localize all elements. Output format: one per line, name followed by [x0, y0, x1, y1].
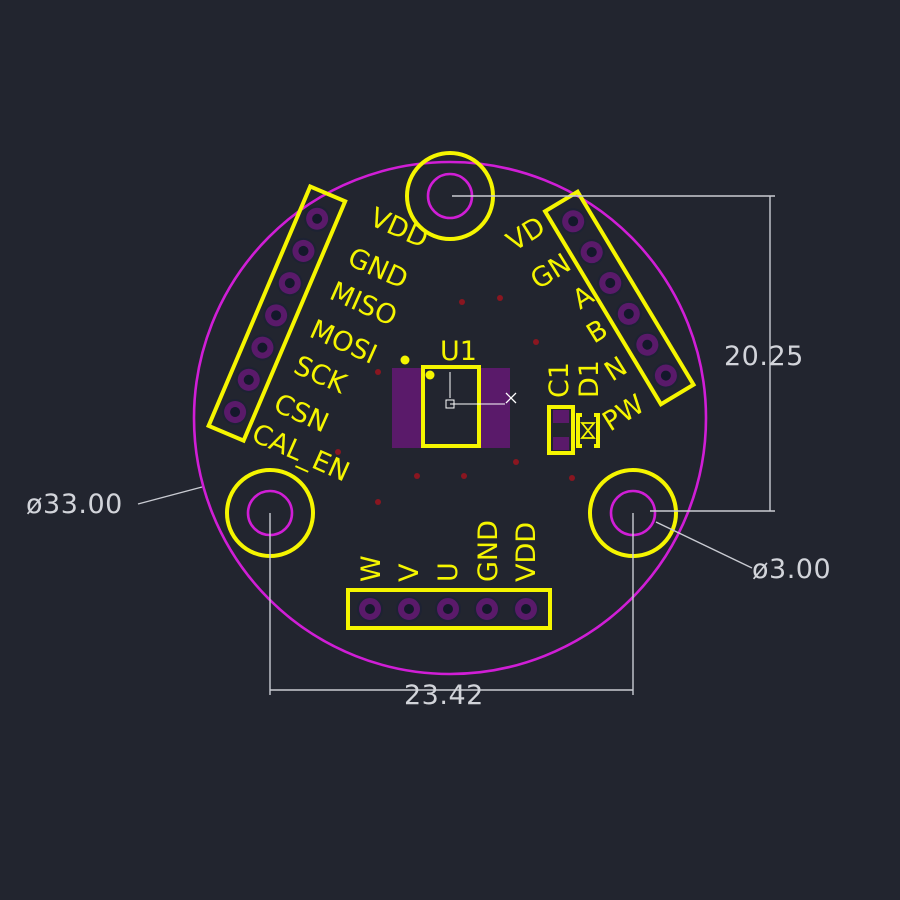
dimension-vertical-value: 20.25: [724, 341, 804, 372]
u1-pin1-dot: [400, 355, 410, 365]
c1-component: C1: [544, 362, 575, 455]
d1-label: D1: [574, 360, 605, 398]
via: [459, 299, 465, 305]
board-outline: [192, 160, 708, 676]
bottom-label-w: W: [356, 555, 387, 582]
svg-text:U: U: [433, 562, 464, 582]
bottom-label-gnd: GND: [473, 520, 504, 582]
u1-label: U1: [440, 336, 477, 367]
u1-pad-left: [392, 368, 422, 448]
via: [513, 459, 519, 465]
dimension-hole-diameter-value: ø3.00: [752, 554, 831, 585]
bottom-label-v: V: [394, 563, 425, 582]
u1-chip: U1: [392, 336, 517, 448]
via: [497, 295, 503, 301]
bottom-label-u: U: [433, 562, 464, 582]
via: [375, 369, 381, 375]
via: [533, 339, 539, 345]
left-header: [205, 183, 348, 444]
dimension-board-diameter-value: ø33.00: [26, 489, 123, 520]
bottom-header: [346, 588, 552, 630]
svg-text:W: W: [356, 555, 387, 582]
via-group: [335, 295, 575, 505]
svg-text:VDD: VDD: [365, 202, 432, 255]
svg-text:VD: VD: [501, 211, 551, 258]
u1-outline: [421, 365, 481, 448]
dimension-horizontal: 23.42: [269, 513, 634, 711]
dimension-board-diameter: ø33.00: [26, 486, 203, 520]
via: [414, 473, 420, 479]
bottom-label-vdd: VDD: [511, 522, 542, 582]
d1-outline: [576, 413, 600, 448]
svg-text:GND: GND: [473, 520, 504, 582]
left-label-vdd: VDD: [365, 202, 432, 255]
left-header-pads: [222, 205, 331, 426]
u1-pin1-marker: [425, 370, 435, 380]
via: [461, 473, 467, 479]
via: [335, 449, 341, 455]
c1-label: C1: [544, 362, 575, 398]
d1-symbol: [580, 422, 596, 439]
right-header: [542, 189, 697, 407]
u1-center-cross: [505, 392, 517, 404]
dimension-vertical: 20.25: [452, 195, 804, 512]
dimension-horizontal-value: 23.42: [404, 680, 484, 711]
via: [375, 499, 381, 505]
svg-text:D1: D1: [574, 360, 605, 398]
svg-text:V: V: [394, 563, 425, 582]
u1-origin-marker: [445, 399, 455, 409]
svg-text:VDD: VDD: [511, 522, 542, 582]
dimension-hole-diameter: ø3.00: [655, 521, 831, 585]
via: [569, 475, 575, 481]
c1-outline: [547, 405, 575, 455]
svg-text:PW: PW: [597, 389, 650, 438]
right-label-vdd: VD: [501, 211, 551, 258]
d1-component: D1: [574, 360, 605, 448]
right-header-pads: [560, 208, 679, 389]
right-label-pwm: PW: [597, 389, 650, 438]
u1-pad-right: [480, 368, 510, 448]
svg-text:C1: C1: [544, 362, 575, 398]
